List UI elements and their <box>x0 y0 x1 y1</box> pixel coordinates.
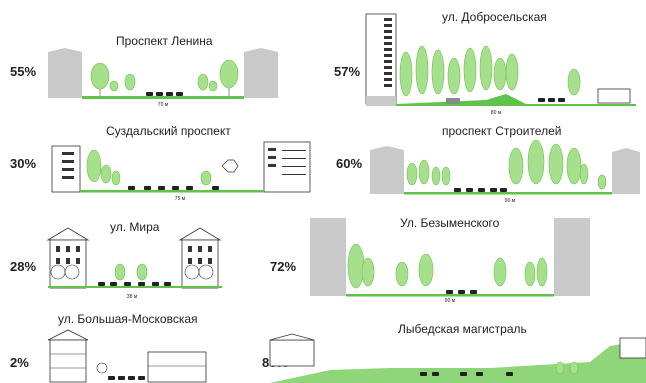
building-left <box>49 339 87 383</box>
street-width-label: 38 м <box>127 294 138 300</box>
green-strip <box>82 96 244 99</box>
cars <box>454 188 507 192</box>
street-cross-section: 80 м <box>365 13 636 116</box>
building-right <box>612 152 640 194</box>
street-cross-section <box>47 329 207 383</box>
green-share-percent: 55% <box>10 64 37 79</box>
street-name: Лыбедская магистраль <box>398 322 527 336</box>
building-right <box>147 351 207 383</box>
green-share-percent: 57% <box>334 64 361 79</box>
street-width-label: 70 м <box>158 102 169 108</box>
tree-outlines <box>50 264 214 280</box>
street-name: ул. Добросельская <box>442 10 547 24</box>
trees <box>555 361 579 375</box>
highrise-building <box>365 13 397 105</box>
cars <box>420 372 513 376</box>
street-name: Суздальский проспект <box>106 124 231 138</box>
street-cross-section: 38 м <box>46 227 222 300</box>
cars <box>146 92 183 96</box>
green-strip <box>404 192 612 195</box>
street-cross-section: 70 м <box>48 48 278 108</box>
building-left <box>370 150 404 194</box>
green-share-percent: 2% <box>10 355 29 370</box>
green-strip <box>346 294 554 297</box>
green-share-percent: 60% <box>336 156 363 171</box>
cars <box>98 282 171 286</box>
building-left <box>48 52 82 98</box>
green-share-percent: 28% <box>10 259 37 274</box>
trees <box>399 45 581 97</box>
green-hills <box>270 340 646 383</box>
street-name: ул. Мира <box>110 220 160 234</box>
tree-outline <box>221 159 239 173</box>
trees <box>90 59 239 96</box>
cars <box>128 186 219 190</box>
building-right <box>554 218 590 296</box>
street-name: ул. Большая-Московская <box>58 312 198 326</box>
street-cross-section: 75 м <box>51 141 311 202</box>
street-width-label: 90 м <box>445 298 456 304</box>
street-name: Проспект Ленина <box>116 34 213 48</box>
building-left <box>269 339 315 367</box>
building-left <box>310 218 346 296</box>
cars <box>538 98 565 102</box>
green-strip <box>80 190 264 193</box>
green-share-percent: 72% <box>270 259 297 274</box>
street-cross-section: 90 м <box>370 139 640 204</box>
street-width-label: 80 м <box>491 110 502 116</box>
street-width-label: 75 м <box>175 196 186 202</box>
trees <box>114 263 148 281</box>
street-name: проспект Строителей <box>442 124 562 138</box>
building-right <box>619 337 646 359</box>
building-right <box>244 52 278 98</box>
cars <box>446 290 477 294</box>
street-name: Ул. Безыменского <box>400 216 500 230</box>
street-width-label: 90 м <box>505 198 516 204</box>
trees <box>406 139 607 190</box>
low-building <box>597 88 631 104</box>
street-cross-section <box>269 333 646 383</box>
green-strip <box>48 286 222 288</box>
trees <box>86 149 212 186</box>
trees <box>347 243 548 289</box>
green-share-percent: 30% <box>10 156 37 171</box>
tree-outline <box>96 362 108 374</box>
street-cross-section: 90 м <box>310 218 590 304</box>
cars <box>108 376 145 380</box>
